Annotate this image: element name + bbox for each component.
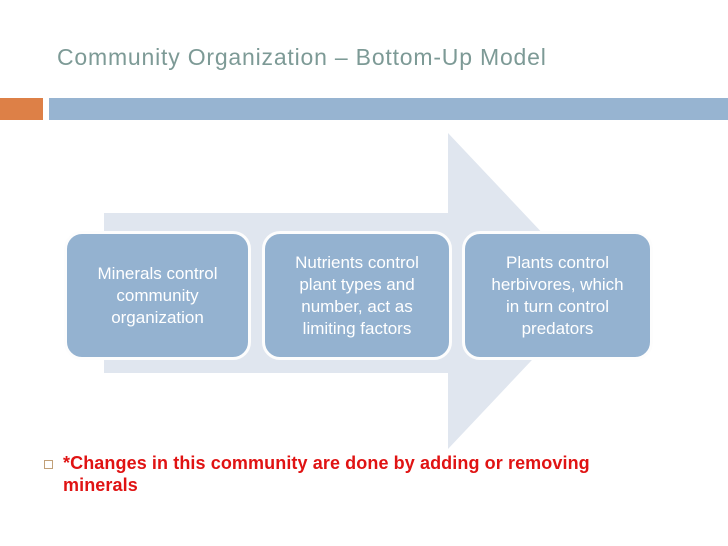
footnote-text: *Changes in this community are done by a…	[63, 453, 590, 495]
accent-bar-orange	[0, 98, 43, 120]
process-step-minerals: Minerals control community organization	[64, 231, 251, 360]
accent-bar-blue	[49, 98, 728, 120]
process-step-label: Plants control herbivores, which in turn…	[491, 252, 624, 338]
footnote: *Changes in this community are done by a…	[44, 453, 684, 496]
process-step-label: Nutrients control plant types and number…	[295, 252, 419, 338]
process-step-label: Minerals control community organization	[97, 263, 218, 327]
process-step-plants: Plants control herbivores, which in turn…	[462, 231, 653, 360]
slide-title: Community Organization – Bottom-Up Model	[57, 44, 547, 70]
square-bullet-icon	[44, 460, 53, 469]
process-step-nutrients: Nutrients control plant types and number…	[262, 231, 452, 360]
